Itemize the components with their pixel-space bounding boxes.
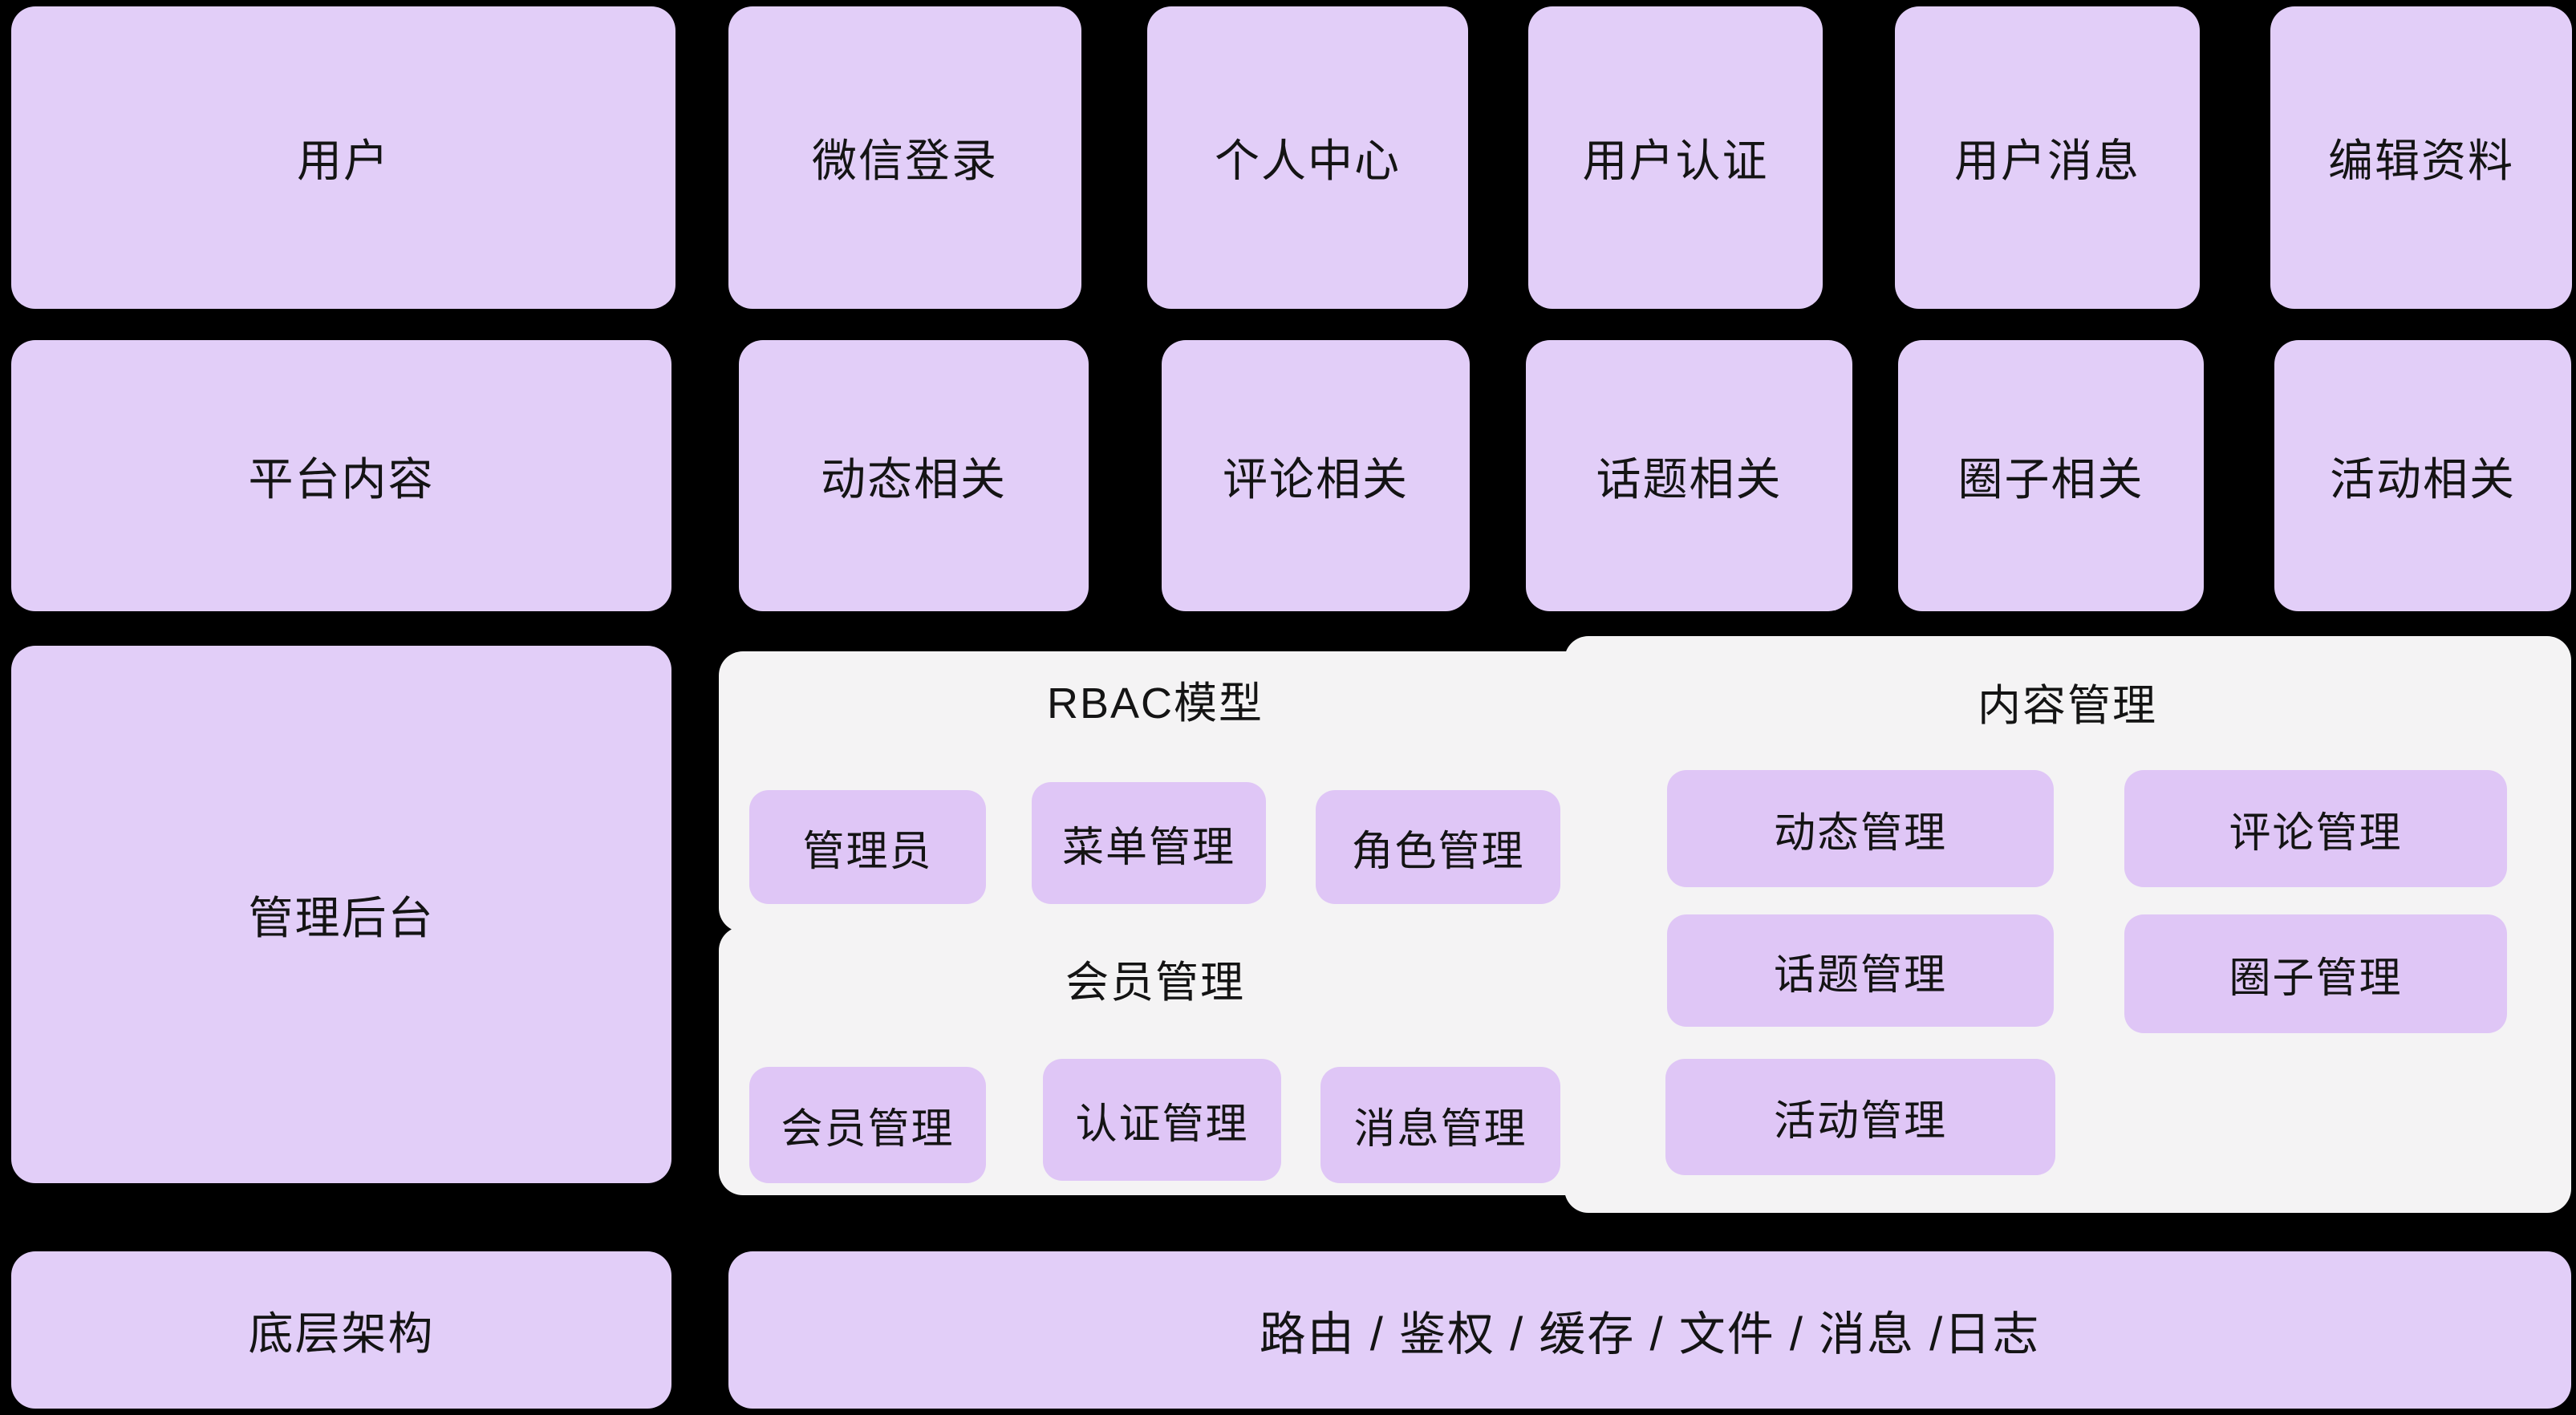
node-label: 话题相关 [1596, 453, 1783, 505]
node-label: 活动相关 [2330, 453, 2516, 505]
admin-button: 管理员 [749, 790, 986, 904]
node-edit-profile: 编辑资料 [2270, 6, 2572, 309]
button-label: 圈子管理 [2229, 955, 2403, 1002]
node-label: 管理后台 [248, 892, 435, 943]
menu-management-button: 菜单管理 [1032, 782, 1266, 904]
button-label: 管理员 [802, 828, 933, 875]
node-infrastructure-category: 底层架构 [11, 1251, 671, 1409]
node-admin-backend-category: 管理后台 [11, 646, 671, 1183]
button-label: 菜单管理 [1061, 824, 1235, 871]
role-management-button: 角色管理 [1316, 790, 1560, 904]
node-label: 平台内容 [248, 453, 435, 505]
node-label: 编辑资料 [2328, 136, 2514, 186]
node-user-auth: 用户认证 [1528, 6, 1823, 309]
node-dynamic-related: 动态相关 [739, 340, 1089, 611]
button-label: 动态管理 [1773, 809, 1947, 857]
circle-management-button: 圈子管理 [2124, 914, 2507, 1033]
member-panel-title: 会员管理 [1065, 959, 1245, 1007]
node-personal-center: 个人中心 [1147, 6, 1468, 309]
node-topic-related: 话题相关 [1526, 340, 1852, 611]
node-user-category: 用户 [11, 6, 675, 309]
node-comment-related: 评论相关 [1162, 340, 1470, 611]
button-label: 会员管理 [781, 1106, 955, 1153]
node-activity-related: 活动相关 [2274, 340, 2571, 611]
button-label: 活动管理 [1773, 1098, 1947, 1145]
node-label: 微信登录 [812, 136, 998, 186]
message-management-button: 消息管理 [1320, 1067, 1560, 1183]
node-label: 动态相关 [821, 453, 1007, 505]
member-management-button: 会员管理 [749, 1067, 986, 1183]
node-label: 用户消息 [1954, 136, 2140, 186]
node-label: 个人中心 [1215, 136, 1401, 186]
button-label: 认证管理 [1075, 1101, 1249, 1148]
rbac-panel-title: RBAC模型 [1046, 679, 1264, 728]
node-label: 用户认证 [1582, 136, 1769, 186]
button-label: 消息管理 [1353, 1106, 1527, 1153]
comment-management-button: 评论管理 [2124, 770, 2507, 887]
node-user-message: 用户消息 [1895, 6, 2200, 309]
dynamic-management-button: 动态管理 [1667, 770, 2054, 887]
node-label: 圈子相关 [1957, 453, 2144, 505]
button-label: 评论管理 [2229, 809, 2403, 857]
node-wechat-login: 微信登录 [728, 6, 1081, 309]
node-platform-content-category: 平台内容 [11, 340, 671, 611]
auth-management-button: 认证管理 [1043, 1059, 1281, 1181]
node-circle-related: 圈子相关 [1898, 340, 2204, 611]
node-label: 底层架构 [248, 1308, 435, 1359]
node-label: 用户 [297, 136, 390, 186]
content-panel-title: 内容管理 [1978, 682, 2157, 730]
topic-management-button: 话题管理 [1667, 914, 2054, 1027]
button-label: 角色管理 [1351, 828, 1525, 875]
node-infrastructure-bar: 路由 / 鉴权 / 缓存 / 文件 / 消息 /日志 [728, 1251, 2571, 1409]
activity-management-button: 活动管理 [1665, 1059, 2055, 1175]
button-label: 话题管理 [1773, 951, 1947, 999]
node-label: 评论相关 [1223, 453, 1409, 505]
node-label: 路由 / 鉴权 / 缓存 / 文件 / 消息 /日志 [1259, 1308, 2041, 1360]
